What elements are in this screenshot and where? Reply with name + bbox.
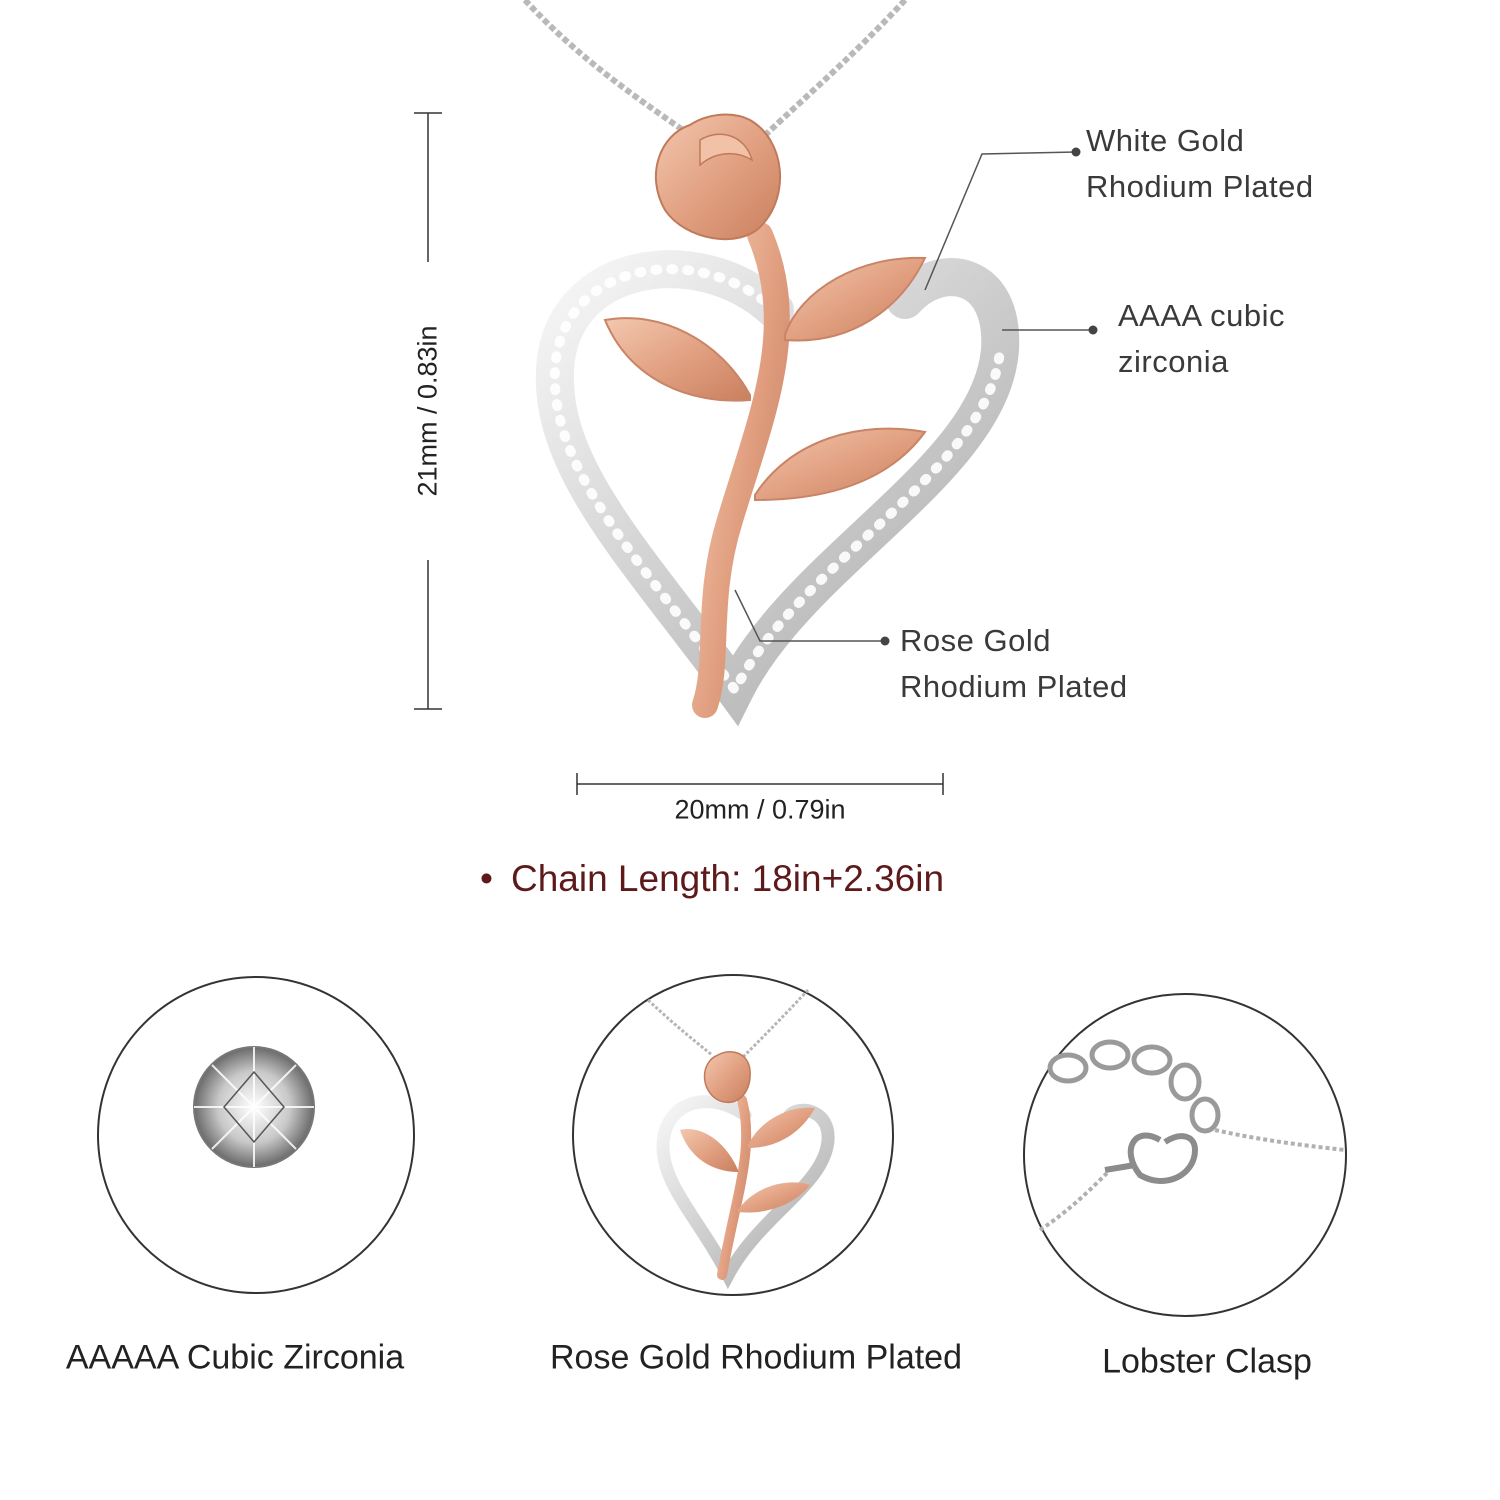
callout-dot-cubic-zirconia bbox=[1088, 325, 1098, 335]
chain-length-text: Chain Length: 18in+2.36in bbox=[510, 858, 945, 899]
main-heart-pendant bbox=[535, 113, 1020, 727]
callout-cubic-zirconia: AAAA cubic zirconia bbox=[1118, 293, 1285, 385]
callout-white-gold-line-1: White Gold bbox=[1086, 123, 1245, 158]
feature-circle-zirconia bbox=[97, 976, 415, 1294]
caption-rose-gold: Rose Gold Rhodium Plated bbox=[549, 1338, 963, 1377]
callout-rose-gold-line-1: Rose Gold bbox=[900, 623, 1051, 658]
lobster-clasp-icon bbox=[1038, 1039, 1346, 1232]
feature-circle-clasp bbox=[1023, 993, 1347, 1317]
callout-dot-rose-gold bbox=[880, 636, 890, 646]
callout-lines bbox=[734, 151, 1093, 642]
caption-lobster-clasp: Lobster Clasp bbox=[1102, 1342, 1312, 1381]
heart-rose-pendant-icon bbox=[646, 988, 835, 1290]
callout-cubic-zirconia-line-1: AAAA cubic bbox=[1118, 298, 1285, 333]
callout-rose-gold: Rose Gold Rhodium Plated bbox=[900, 618, 1128, 710]
width-dimension-bar bbox=[576, 773, 944, 795]
callout-dot-white-gold bbox=[1071, 147, 1081, 157]
cubic-zirconia-gem-icon bbox=[193, 1046, 315, 1168]
chain-length-bullet: • bbox=[480, 858, 493, 899]
callout-cubic-zirconia-line-2: zirconia bbox=[1118, 344, 1229, 379]
chain-length-note: • Chain Length: 18in+2.36in bbox=[480, 858, 944, 900]
feature-circle-pendant bbox=[572, 974, 894, 1296]
caption-cubic-zirconia: AAAAA Cubic Zirconia bbox=[65, 1338, 405, 1377]
callout-white-gold: White Gold Rhodium Plated bbox=[1086, 118, 1314, 210]
callout-rose-gold-line-2: Rhodium Plated bbox=[900, 669, 1128, 704]
height-dimension-bar bbox=[414, 112, 442, 710]
width-dimension-label: 20mm / 0.79in bbox=[674, 794, 846, 825]
height-dimension-label: 21mm / 0.83in bbox=[412, 325, 443, 497]
callout-white-gold-line-2: Rhodium Plated bbox=[1086, 169, 1314, 204]
